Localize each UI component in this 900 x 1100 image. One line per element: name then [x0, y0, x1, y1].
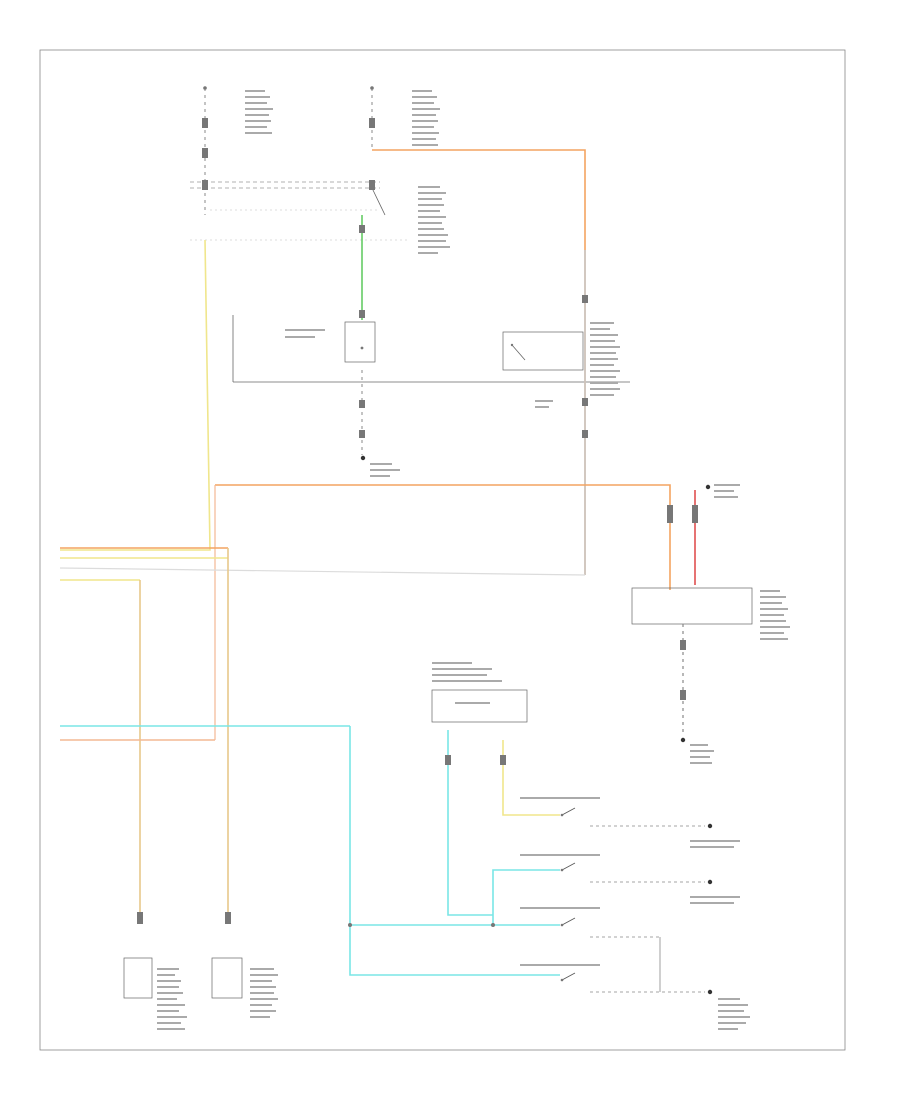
- wire-cyan-main: [349, 726, 560, 976]
- bottom-mid-module: [211, 957, 278, 1018]
- wire-yellow: [60, 239, 211, 551]
- compressor-relay: [285, 321, 376, 363]
- lh-rear-switch: [520, 907, 661, 992]
- electronic-control-module: [502, 322, 620, 408]
- wire-cyan-control: [447, 730, 493, 916]
- lh-front-switch: [520, 797, 740, 848]
- wire-orange-middle: [215, 484, 671, 590]
- bus-line-3: [59, 567, 586, 576]
- fuse-block: [190, 181, 450, 254]
- right-module: [631, 587, 790, 640]
- right-ground: [680, 737, 714, 764]
- rh-rear-switch: [520, 964, 750, 1030]
- rh-front-switch: [520, 854, 740, 904]
- ground-a: [360, 455, 400, 477]
- bottom-left-module: [123, 957, 187, 1030]
- connector-pins: [137, 118, 698, 927]
- door-lock-control-unit: [431, 662, 528, 723]
- wire-cyan-rh-front: [492, 869, 560, 925]
